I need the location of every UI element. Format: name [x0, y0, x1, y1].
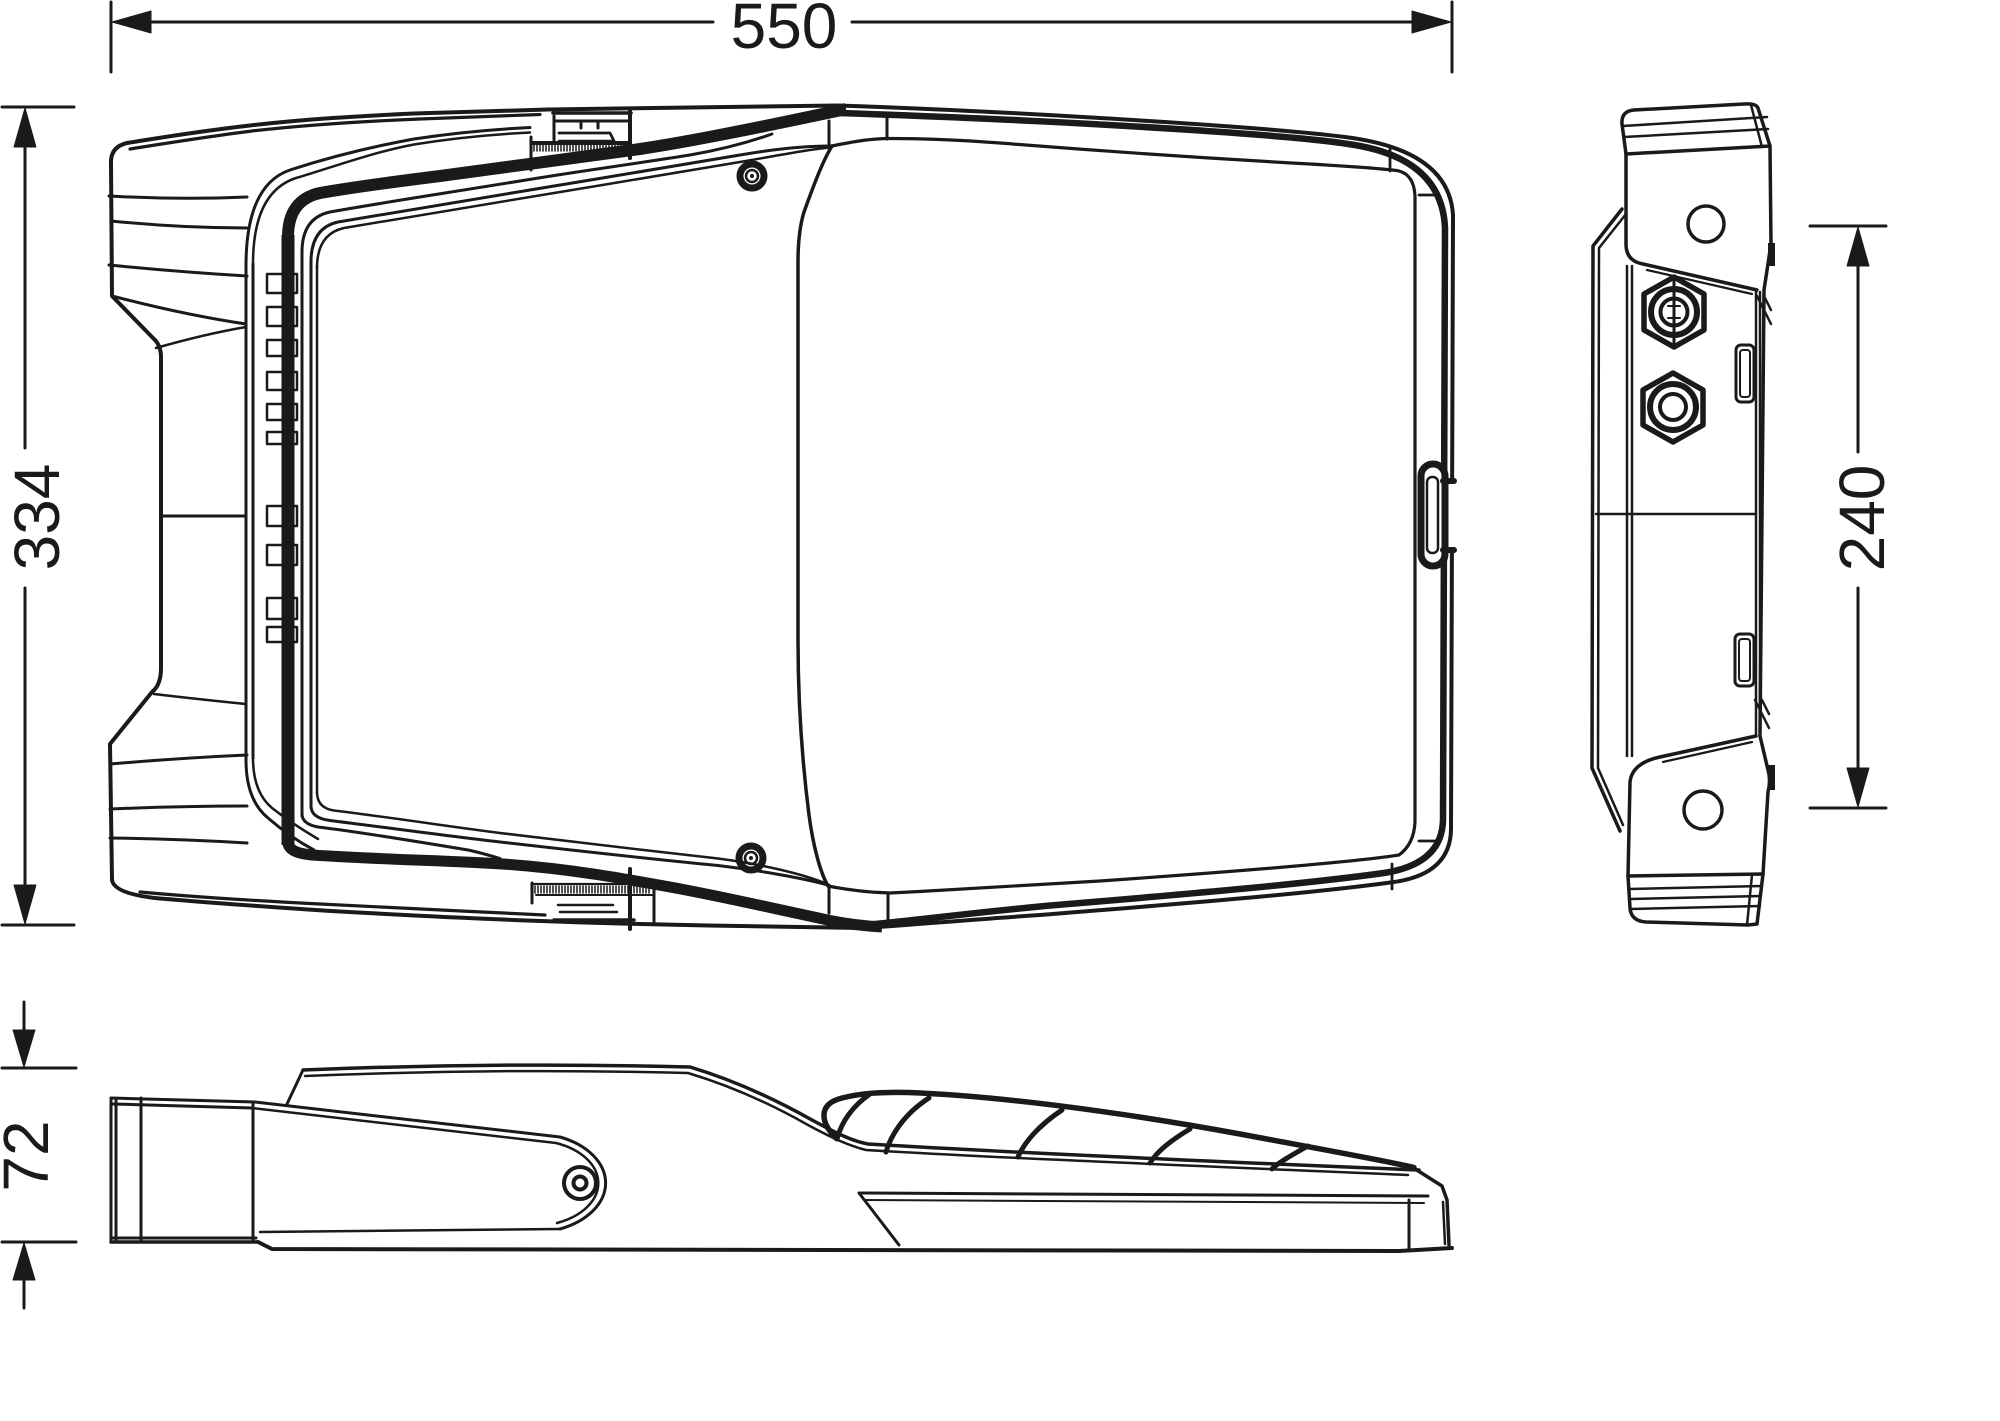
svg-text:334: 334 — [1, 464, 73, 571]
svg-text:72: 72 — [0, 1120, 62, 1191]
svg-text:240: 240 — [1826, 465, 1898, 572]
svg-text:550: 550 — [731, 0, 838, 62]
